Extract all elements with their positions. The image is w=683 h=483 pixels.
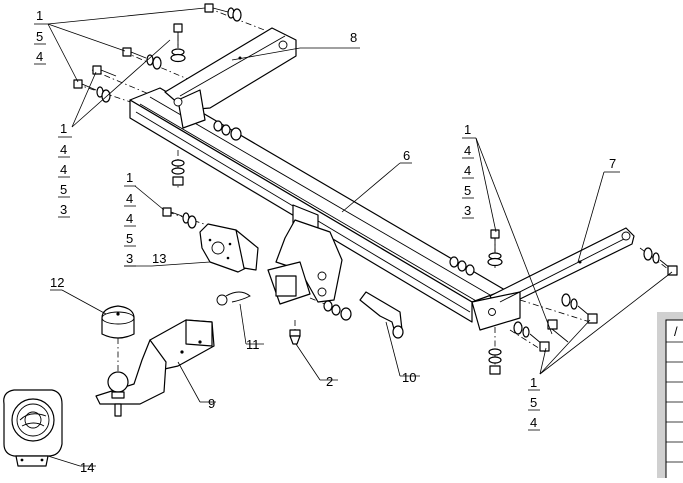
- parts-table-fragment: /: [657, 312, 683, 482]
- label-3-left: 3: [60, 202, 67, 217]
- label-7: 7: [609, 156, 616, 171]
- label-underlines: [34, 23, 540, 431]
- label-4-top-left: 4: [36, 49, 43, 64]
- ball-mount-part-9: [95, 319, 215, 417]
- label-5-right: 5: [464, 183, 471, 198]
- right-side-bracket-part-7: [471, 227, 635, 331]
- ball-cap-part-12: [101, 305, 135, 339]
- lock-pin-part-10: [359, 291, 404, 339]
- label-14: 14: [80, 460, 94, 475]
- label-5-top-left: 5: [36, 29, 43, 44]
- part-number-labels: 1 5 4 1 4 4 5 3 1 4 4 5 3 1 4 4 5 3 1 5 …: [36, 8, 616, 475]
- table-corner-mark: /: [674, 324, 678, 339]
- spring-clip-part-11: [216, 291, 251, 306]
- beam-hardware: [213, 120, 475, 321]
- socket-bracket-part-13: [162, 207, 259, 273]
- skoda-logo-icon: [3, 389, 63, 467]
- label-8: 8: [350, 30, 357, 45]
- label-3-right: 3: [464, 203, 471, 218]
- label-3-mid: 3: [126, 251, 133, 266]
- label-5-left: 5: [60, 182, 67, 197]
- label-4-left-a: 4: [60, 142, 67, 157]
- label-1-left: 1: [60, 121, 67, 136]
- label-1-bottom-right: 1: [530, 375, 537, 390]
- label-2: 2: [326, 374, 333, 389]
- left-top-bolts: [73, 3, 242, 186]
- center-receiver-mount: [267, 204, 343, 305]
- label-4-mid-a: 4: [126, 191, 133, 206]
- left-side-bracket-part-8: [164, 27, 297, 129]
- label-4-mid-b: 4: [126, 211, 133, 226]
- label-5-mid: 5: [126, 231, 133, 246]
- leader-lines: [47, 7, 673, 467]
- label-1-top-left: 1: [36, 8, 43, 23]
- right-lower-bolts: [487, 229, 678, 375]
- pin-bolt-part-2: [289, 329, 301, 345]
- label-11: 11: [246, 337, 260, 352]
- label-6: 6: [403, 148, 410, 163]
- label-5-bottom-right: 5: [530, 395, 537, 410]
- label-1-right: 1: [464, 122, 471, 137]
- label-9: 9: [208, 396, 215, 411]
- assembly-centerlines: [75, 7, 673, 372]
- label-4-left-b: 4: [60, 162, 67, 177]
- label-10: 10: [402, 370, 416, 385]
- label-13: 13: [152, 251, 166, 266]
- label-1-mid: 1: [126, 170, 133, 185]
- label-12: 12: [50, 275, 64, 290]
- label-4-bottom-right: 4: [530, 415, 537, 430]
- label-4-right-a: 4: [464, 143, 471, 158]
- label-4-right-b: 4: [464, 163, 471, 178]
